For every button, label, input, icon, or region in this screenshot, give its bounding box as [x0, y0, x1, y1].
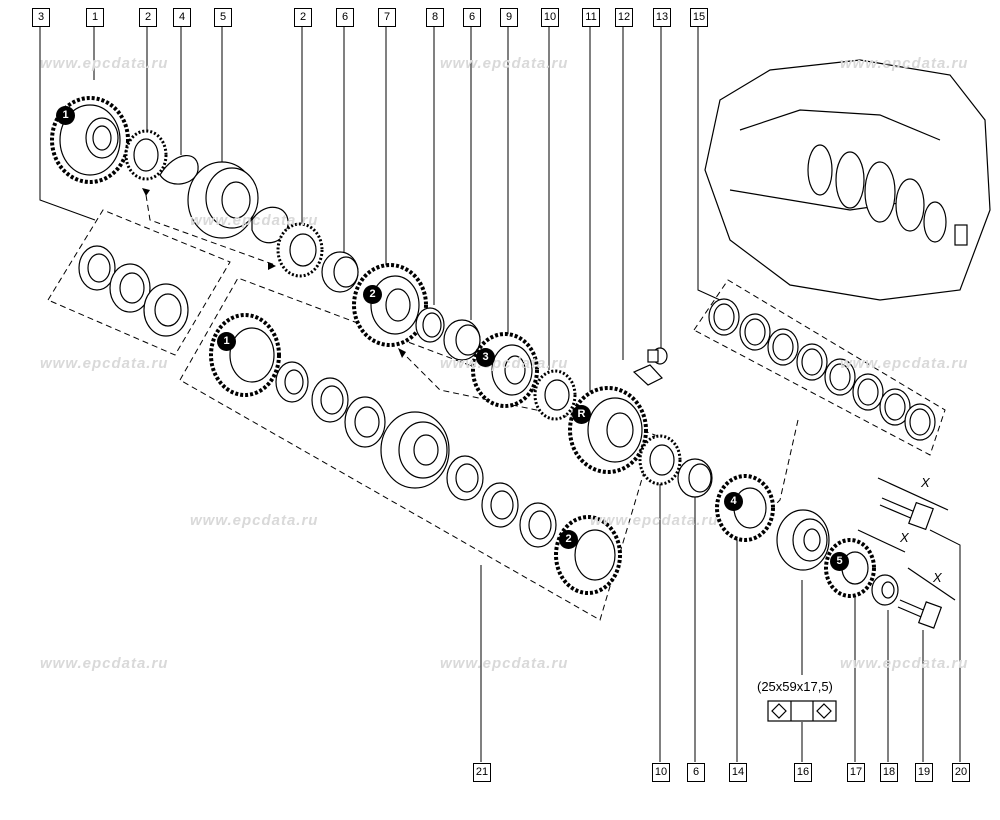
- callout-10[interactable]: 10: [541, 8, 559, 27]
- callout-12[interactable]: 12: [615, 8, 633, 27]
- watermark: www.epcdata.ru: [840, 355, 969, 372]
- watermark: www.epcdata.ru: [440, 355, 569, 372]
- nut-18: [871, 574, 899, 606]
- callout-16[interactable]: 16: [794, 763, 812, 782]
- thrust-ring-8: [415, 307, 445, 343]
- callout-6[interactable]: 6: [336, 8, 354, 27]
- dimension-x: X: [921, 475, 930, 490]
- gear-kit-21: [209, 313, 622, 595]
- gear-marker-1: 1: [56, 106, 75, 125]
- gear-marker-2: 2: [363, 285, 382, 304]
- bearing-symbol: [767, 700, 837, 722]
- watermark: www.epcdata.ru: [440, 655, 569, 672]
- watermark: www.epcdata.ru: [190, 212, 319, 229]
- callout-13[interactable]: 13: [653, 8, 671, 27]
- synchro-kit-left: [78, 245, 189, 337]
- watermark: www.epcdata.ru: [440, 55, 569, 72]
- dimension-marks: [857, 477, 956, 601]
- synchro-sleeve-5: [187, 161, 259, 239]
- callout-1[interactable]: 1: [86, 8, 104, 27]
- watermark: www.epcdata.ru: [40, 355, 169, 372]
- callout-7[interactable]: 7: [378, 8, 396, 27]
- gearbox-housing: [704, 59, 991, 301]
- needle-bearing-6a: [321, 251, 359, 293]
- gear-marker-r: R: [572, 405, 591, 424]
- callout-6c[interactable]: 6: [687, 763, 705, 782]
- gear-marker-3: 3: [476, 348, 495, 367]
- needle-bearing-6b: [443, 319, 481, 361]
- callout-8[interactable]: 8: [426, 8, 444, 27]
- callout-4[interactable]: 4: [173, 8, 191, 27]
- bearing-size-label: (25x59x17,5): [757, 679, 833, 694]
- bolt-19: [897, 599, 943, 629]
- gear-marker-2b: 2: [559, 530, 578, 549]
- gear-marker-5: 5: [830, 552, 849, 571]
- watermark: www.epcdata.ru: [840, 655, 969, 672]
- callout-18[interactable]: 18: [880, 763, 898, 782]
- callout-9[interactable]: 9: [500, 8, 518, 27]
- synchro-ring-2a: [124, 129, 168, 181]
- callout-2[interactable]: 2: [139, 8, 157, 27]
- arrows: [142, 188, 406, 358]
- synchro-ring-10b: [638, 434, 682, 486]
- callout-15[interactable]: 15: [690, 8, 708, 27]
- callout-2b[interactable]: 2: [294, 8, 312, 27]
- gear-4: [715, 474, 775, 542]
- synchro-ring-2b: [276, 222, 324, 278]
- dimension-x: X: [933, 570, 942, 585]
- spring-4: [159, 155, 199, 185]
- dimension-x: X: [900, 530, 909, 545]
- spring-4b: [251, 206, 289, 244]
- synchro-ring-10a: [533, 369, 577, 421]
- key-12: [632, 364, 663, 386]
- gear-marker-1b: 1: [217, 332, 236, 351]
- callout-3[interactable]: 3: [32, 8, 50, 27]
- needle-bearing-6c: [677, 458, 713, 498]
- watermark: www.epcdata.ru: [40, 655, 169, 672]
- watermark: www.epcdata.ru: [590, 512, 719, 529]
- leader-lines: [39, 26, 961, 762]
- reverse-gear-11: [568, 386, 648, 474]
- bolt-20: [879, 497, 934, 531]
- dashed-kit-outlines: [47, 194, 946, 621]
- gear-2: [352, 263, 428, 347]
- callout-14[interactable]: 14: [729, 763, 747, 782]
- shim-stack-15: [708, 298, 936, 441]
- callout-5[interactable]: 5: [214, 8, 232, 27]
- watermark: www.epcdata.ru: [40, 55, 169, 72]
- callout-19[interactable]: 19: [915, 763, 933, 782]
- callout-10b[interactable]: 10: [652, 763, 670, 782]
- parts: [50, 59, 991, 722]
- callout-20[interactable]: 20: [952, 763, 970, 782]
- callout-21[interactable]: 21: [473, 763, 491, 782]
- callout-11[interactable]: 11: [582, 8, 600, 27]
- ball-bearing-16: [776, 509, 830, 571]
- watermark: www.epcdata.ru: [190, 512, 319, 529]
- callout-6b[interactable]: 6: [463, 8, 481, 27]
- callout-17[interactable]: 17: [847, 763, 865, 782]
- watermark: www.epcdata.ru: [840, 55, 969, 72]
- gear-marker-4: 4: [724, 492, 743, 511]
- plug-13: [647, 347, 668, 365]
